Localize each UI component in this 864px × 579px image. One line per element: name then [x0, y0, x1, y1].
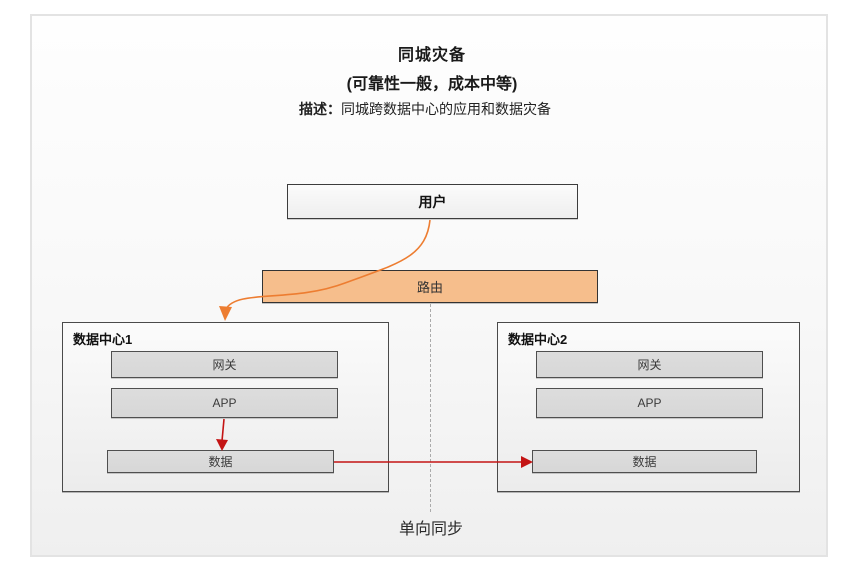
datacenter-1-title: 数据中心1	[73, 332, 133, 347]
dc2-data-node: 数据	[532, 450, 757, 473]
dc1-app-node: APP	[111, 388, 338, 418]
description-text: 同城跨数据中心的应用和数据灾备	[341, 101, 551, 117]
sync-divider-line	[430, 304, 431, 512]
diagram-title: 同城灾备	[397, 47, 466, 64]
dc2-app-node: APP	[536, 388, 763, 418]
dc2-gateway-node: 网关	[536, 351, 763, 378]
user-node-label: 用户	[418, 193, 447, 210]
sync-label: 单向同步	[398, 521, 463, 538]
dc1-data-label: 数据	[208, 455, 233, 469]
diagram-description: 描述：同城跨数据中心的应用和数据灾备	[0, 99, 850, 119]
dc1-gateway-label: 网关	[212, 358, 237, 372]
description-label: 描述：	[299, 101, 341, 117]
router-node: 路由	[262, 270, 598, 303]
dc1-data-node: 数据	[107, 450, 334, 473]
diagram-subtitle: (可靠性一般，成本中等)	[346, 76, 518, 93]
dc1-gateway-node: 网关	[111, 351, 338, 378]
dc2-gateway-label: 网关	[637, 358, 662, 372]
datacenter-2-title: 数据中心2	[508, 332, 568, 347]
dc2-data-label: 数据	[632, 455, 657, 469]
dc1-app-label: APP	[212, 396, 237, 410]
dc2-app-label: APP	[637, 396, 662, 410]
user-node: 用户	[287, 184, 578, 219]
router-node-label: 路由	[416, 280, 443, 295]
